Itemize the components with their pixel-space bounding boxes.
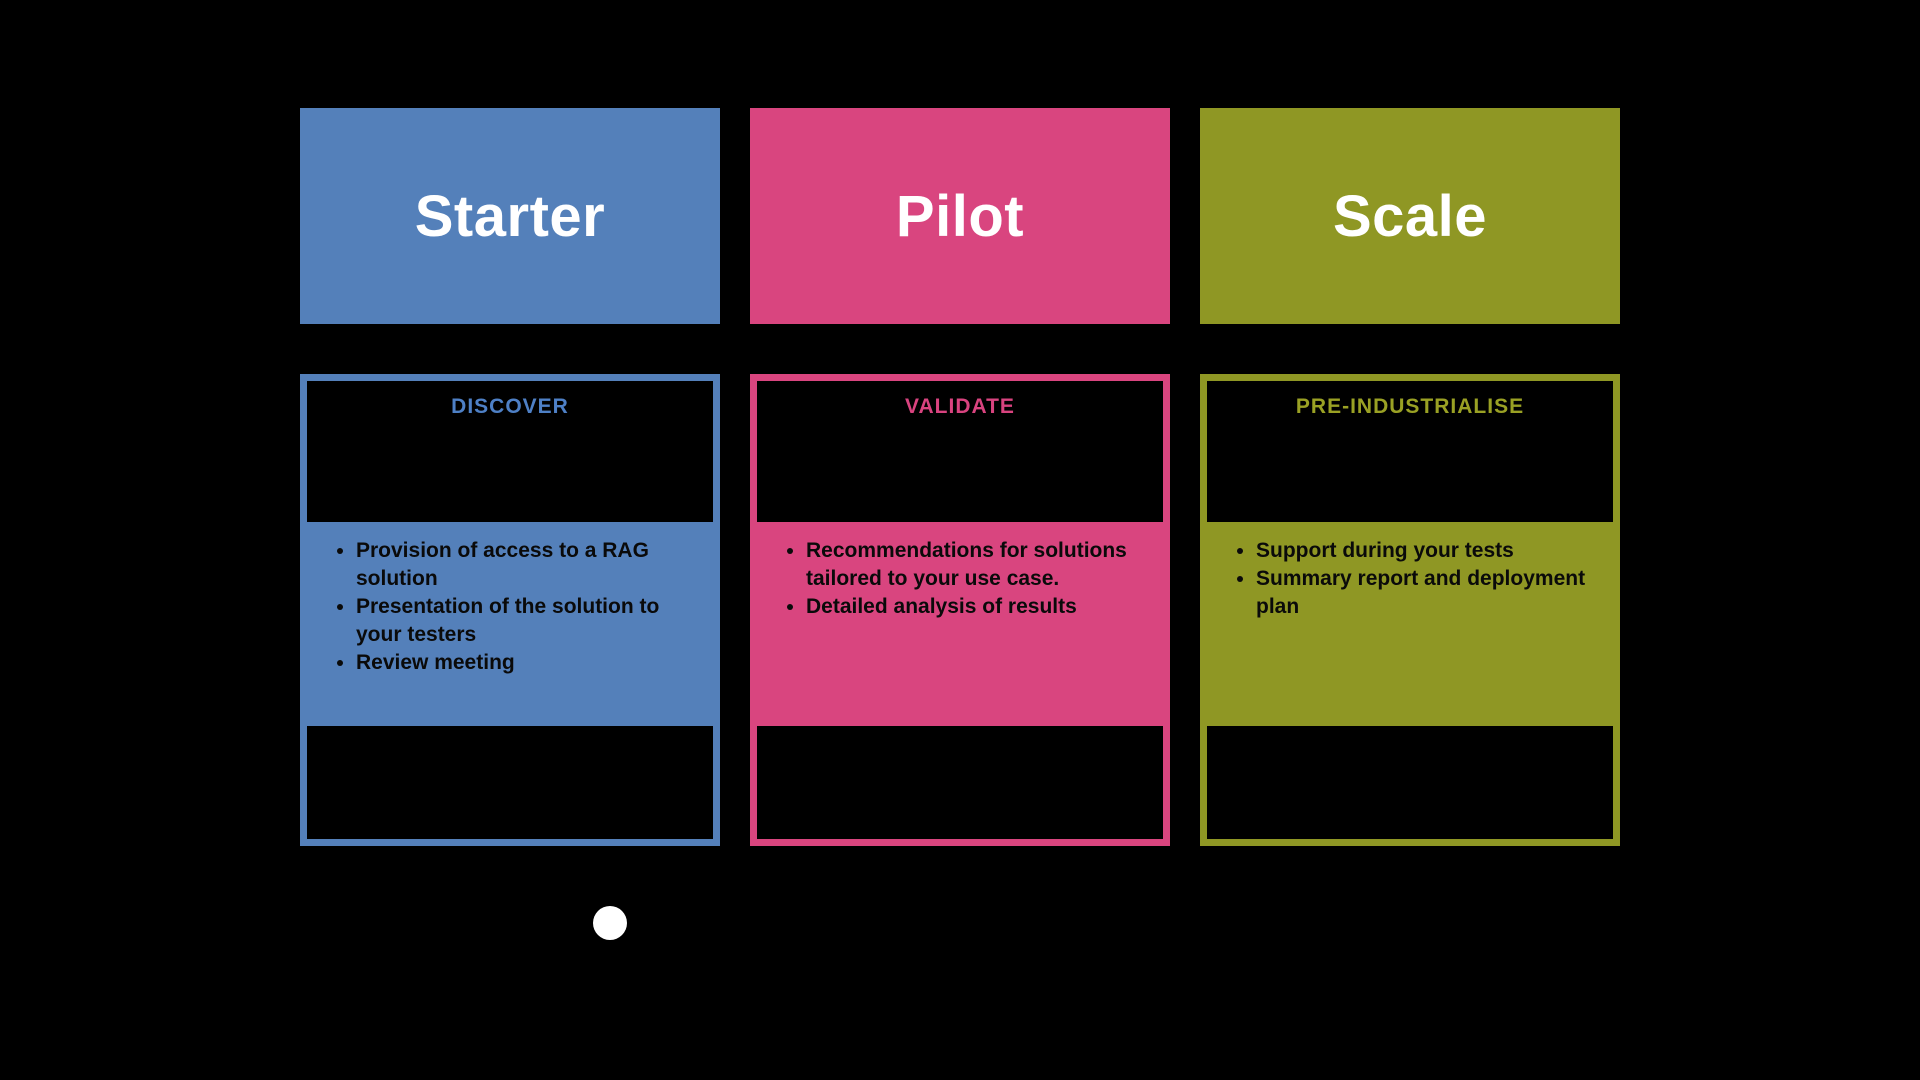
bullet-item: Support during your tests [1256, 537, 1592, 565]
card-top-section: PRE-INDUSTRIALISE [1207, 381, 1613, 522]
plan-card-pilot: VALIDATE Recommendations for solutions t… [750, 374, 1170, 846]
bullet-item: Summary report and deployment plan [1256, 565, 1592, 621]
plan-title-starter: Starter [414, 183, 606, 249]
card-bottom-section [1207, 726, 1613, 839]
column-starter: Starter DISCOVER Provision of access to … [300, 108, 720, 846]
feature-band-pilot: Recommendations for solutions tailored t… [750, 522, 1170, 726]
bullet-item: Presentation of the solution to your tes… [356, 593, 692, 649]
card-top-section: DISCOVER [307, 381, 713, 522]
plan-card-scale: PRE-INDUSTRIALISE Support during your te… [1200, 374, 1620, 846]
stage-label-pre-industrialise: PRE-INDUSTRIALISE [1295, 395, 1525, 418]
feature-list-scale: Support during your testsSummary report … [1234, 537, 1592, 621]
card-top-section: VALIDATE [757, 381, 1163, 522]
plan-header-pilot: Pilot [750, 108, 1170, 324]
plan-title-scale: Scale [1332, 183, 1488, 249]
feature-list-starter: Provision of access to a RAG solutionPre… [334, 537, 692, 677]
feature-list-pilot: Recommendations for solutions tailored t… [784, 537, 1142, 621]
plan-card-starter: DISCOVER Provision of access to a RAG so… [300, 374, 720, 846]
plan-header-starter: Starter [300, 108, 720, 324]
bullet-item: Provision of access to a RAG solution [356, 537, 692, 593]
feature-band-starter: Provision of access to a RAG solutionPre… [300, 522, 720, 726]
card-bottom-section [307, 726, 713, 839]
plan-title-pilot: Pilot [895, 183, 1025, 249]
column-scale: Scale PRE-INDUSTRIALISE Support during y… [1200, 108, 1620, 846]
column-pilot: Pilot VALIDATE Recommendations for solut… [750, 108, 1170, 846]
stage-label-validate: VALIDATE [905, 395, 1015, 418]
bullet-item: Detailed analysis of results [806, 593, 1142, 621]
bullet-item: Recommendations for solutions tailored t… [806, 537, 1142, 593]
plan-header-scale: Scale [1200, 108, 1620, 324]
stage-label-discover: DISCOVER [451, 395, 569, 418]
card-bottom-section [757, 726, 1163, 839]
bullet-item: Review meeting [356, 649, 692, 677]
white-dot [593, 906, 627, 940]
feature-band-scale: Support during your testsSummary report … [1200, 522, 1620, 726]
